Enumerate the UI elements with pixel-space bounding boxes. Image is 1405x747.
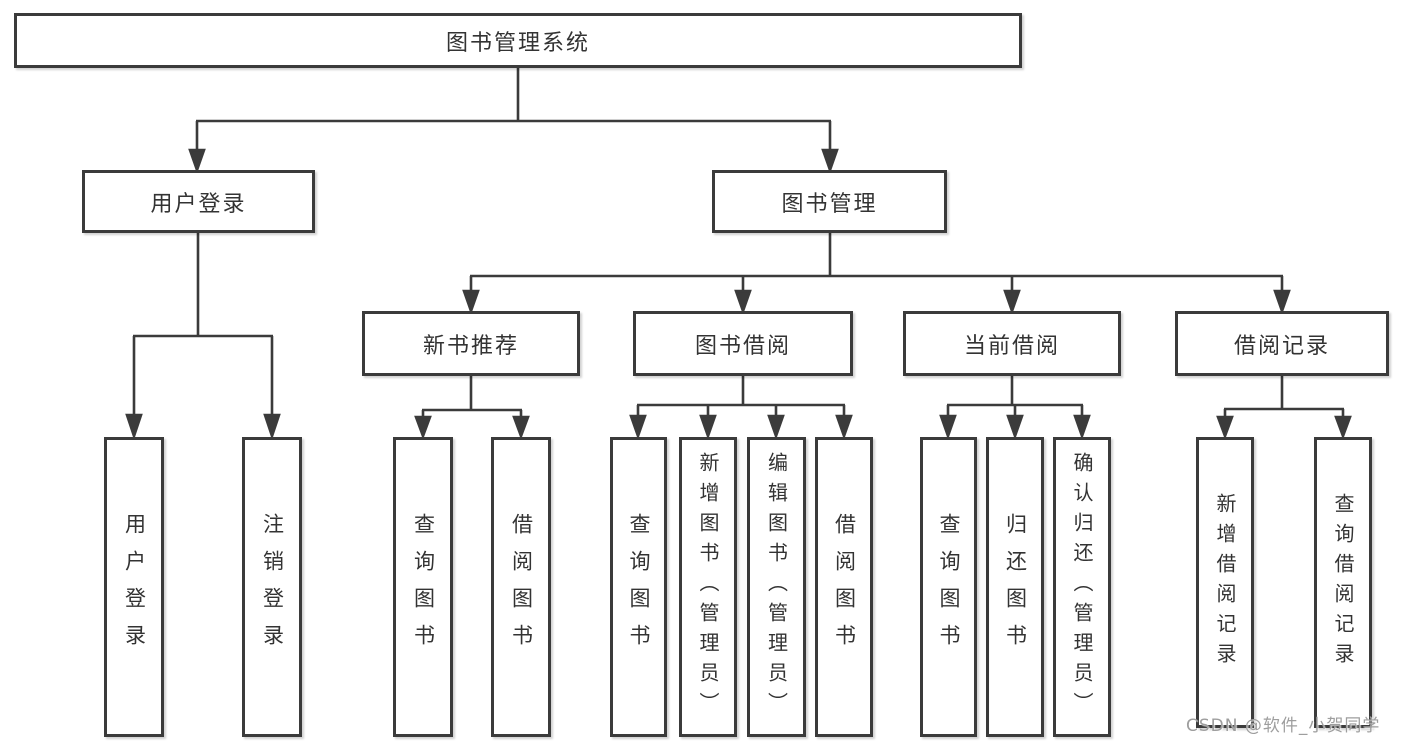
- node-current-borrow: 当前借阅: [903, 311, 1121, 376]
- node-new-books-label: 新书推荐: [422, 333, 519, 359]
- node-book-mgmt: 图书管理: [712, 170, 947, 233]
- connector-root-to-level2: [188, 68, 839, 174]
- leaf-edit-book-admin: 编辑图书（管理员）: [747, 437, 806, 737]
- leaf-borrow-books-2: 借阅图书: [815, 437, 873, 737]
- leaf-query-borrow-record: 查询借阅记录: [1314, 437, 1372, 728]
- connector-current-borrow-to-leaves: [939, 376, 1091, 440]
- node-root: 图书管理系统: [14, 13, 1022, 68]
- leaf-logout: 注销登录: [242, 437, 302, 737]
- leaf-query-books-1: 查询图书: [393, 437, 453, 737]
- node-new-books: 新书推荐: [362, 311, 580, 376]
- leaf-user-login: 用户登录: [104, 437, 164, 737]
- connector-book-mgmt-to-level3: [462, 233, 1291, 315]
- leaf-confirm-return-admin: 确认归还（管理员）: [1053, 437, 1111, 737]
- node-book-borrow: 图书借阅: [633, 311, 853, 376]
- node-book-borrow-label: 图书借阅: [694, 333, 791, 359]
- node-book-mgmt-label: 图书管理: [781, 191, 878, 217]
- node-user-login-label: 用户登录: [150, 191, 247, 217]
- leaf-query-books-3: 查询图书: [920, 437, 977, 737]
- connector-new-books-to-leaves: [414, 376, 530, 440]
- connector-user-login-to-leaves: [125, 233, 281, 441]
- leaf-add-book-admin: 新增图书（管理员）: [679, 437, 737, 737]
- node-current-borrow-label: 当前借阅: [963, 333, 1060, 359]
- connector-borrow-records-to-leaves: [1216, 376, 1352, 440]
- leaf-add-borrow-record: 新增借阅记录: [1196, 437, 1254, 728]
- leaf-query-books-2: 查询图书: [610, 437, 667, 737]
- leaf-return-book: 归还图书: [986, 437, 1044, 737]
- csdn-watermark: CSDN @软件_小贺同学: [1186, 716, 1381, 736]
- node-root-label: 图书管理系统: [445, 30, 590, 56]
- node-borrow-records: 借阅记录: [1175, 311, 1389, 376]
- node-user-login: 用户登录: [82, 170, 315, 233]
- leaf-borrow-books-1: 借阅图书: [491, 437, 551, 737]
- connector-book-borrow-to-leaves: [629, 376, 853, 440]
- node-borrow-records-label: 借阅记录: [1233, 333, 1330, 359]
